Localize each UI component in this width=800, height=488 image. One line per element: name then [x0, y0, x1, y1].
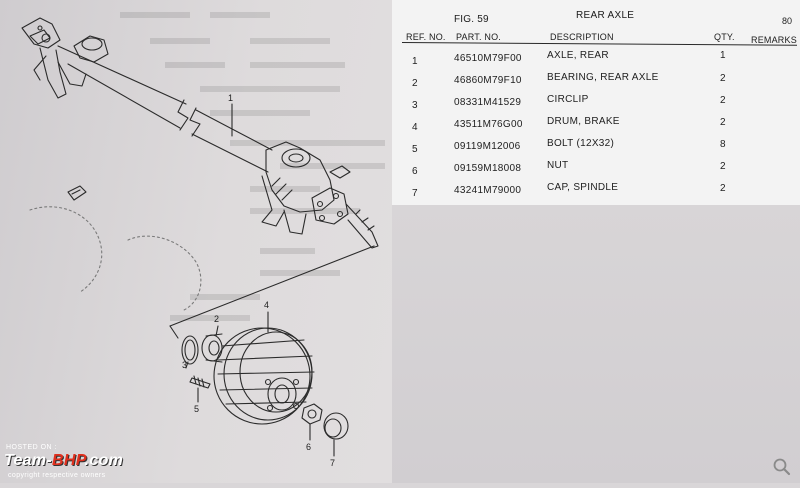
row-description: NUT: [547, 160, 569, 171]
row-description: CAP, SPINDLE: [547, 182, 619, 193]
callout-2: 2: [214, 314, 220, 324]
watermark-logo: Team-BHP.com: [4, 452, 123, 470]
callout-3: 3: [182, 360, 188, 370]
row-ref: 1: [412, 56, 418, 67]
watermark-brand-c: .com: [84, 452, 124, 469]
column-header-qty: QTY.: [714, 32, 735, 42]
row-qty: 1: [720, 50, 726, 61]
watermark-hosted-label: HOSTED ON :: [6, 444, 58, 451]
callout-4: 4: [264, 300, 270, 310]
column-header-description: DESCRIPTION: [550, 32, 614, 42]
column-header-part-no: PART. NO.: [456, 32, 501, 42]
column-header-ref-no: REF. NO.: [406, 32, 446, 42]
row-qty: 2: [720, 73, 726, 84]
row-description: AXLE, REAR: [547, 50, 609, 61]
callout-7: 7: [330, 458, 336, 468]
callout-1: 1: [228, 93, 234, 103]
row-part-no: 46860M79F10: [454, 75, 522, 86]
row-ref: 6: [412, 166, 418, 177]
page-number: 80: [782, 16, 793, 26]
row-ref: 7: [412, 188, 418, 199]
callout-6: 6: [306, 442, 312, 452]
watermark-brand-a: Team-: [4, 452, 53, 469]
magnifier-icon[interactable]: [772, 457, 792, 477]
row-description: CIRCLIP: [547, 94, 589, 105]
row-description: BEARING, REAR AXLE: [547, 72, 659, 83]
figure-title: REAR AXLE: [576, 10, 635, 21]
row-part-no: 09119M12006: [454, 141, 521, 152]
row-qty: 8: [720, 139, 726, 150]
row-ref: 3: [412, 100, 418, 111]
row-description: BOLT (12X32): [547, 138, 615, 149]
row-qty: 2: [720, 183, 726, 194]
exploded-view-drawing: 1 4 2 3 5 6 7: [0, 0, 390, 483]
row-part-no: 46510M79F00: [454, 53, 522, 64]
watermark-brand-b: BHP: [52, 452, 85, 469]
row-part-no: 43511M76G00: [454, 119, 523, 130]
row-part-no: 43241M79000: [454, 185, 522, 196]
column-header-remarks: REMARKS: [751, 35, 797, 45]
row-ref: 2: [412, 78, 418, 89]
row-part-no: 09159M18008: [454, 163, 522, 174]
row-qty: 2: [720, 117, 726, 128]
parts-list-sheet: FIG. 59 REAR AXLE 80 REF. NO. PART. NO. …: [392, 0, 800, 205]
hosting-watermark: HOSTED ON : Team-BHP.com copyright respe…: [4, 444, 204, 480]
row-qty: 2: [720, 95, 726, 106]
row-part-no: 08331M41529: [454, 97, 522, 108]
figure-number: FIG. 59: [454, 14, 489, 25]
row-qty: 2: [720, 161, 726, 172]
blank-page-area: [392, 205, 800, 483]
watermark-copyright: copyright respective owners: [8, 472, 106, 479]
header-rule: [401, 42, 797, 46]
callout-5: 5: [194, 404, 200, 414]
row-description: DRUM, BRAKE: [547, 116, 620, 127]
row-ref: 5: [412, 144, 418, 155]
row-ref: 4: [412, 122, 418, 133]
